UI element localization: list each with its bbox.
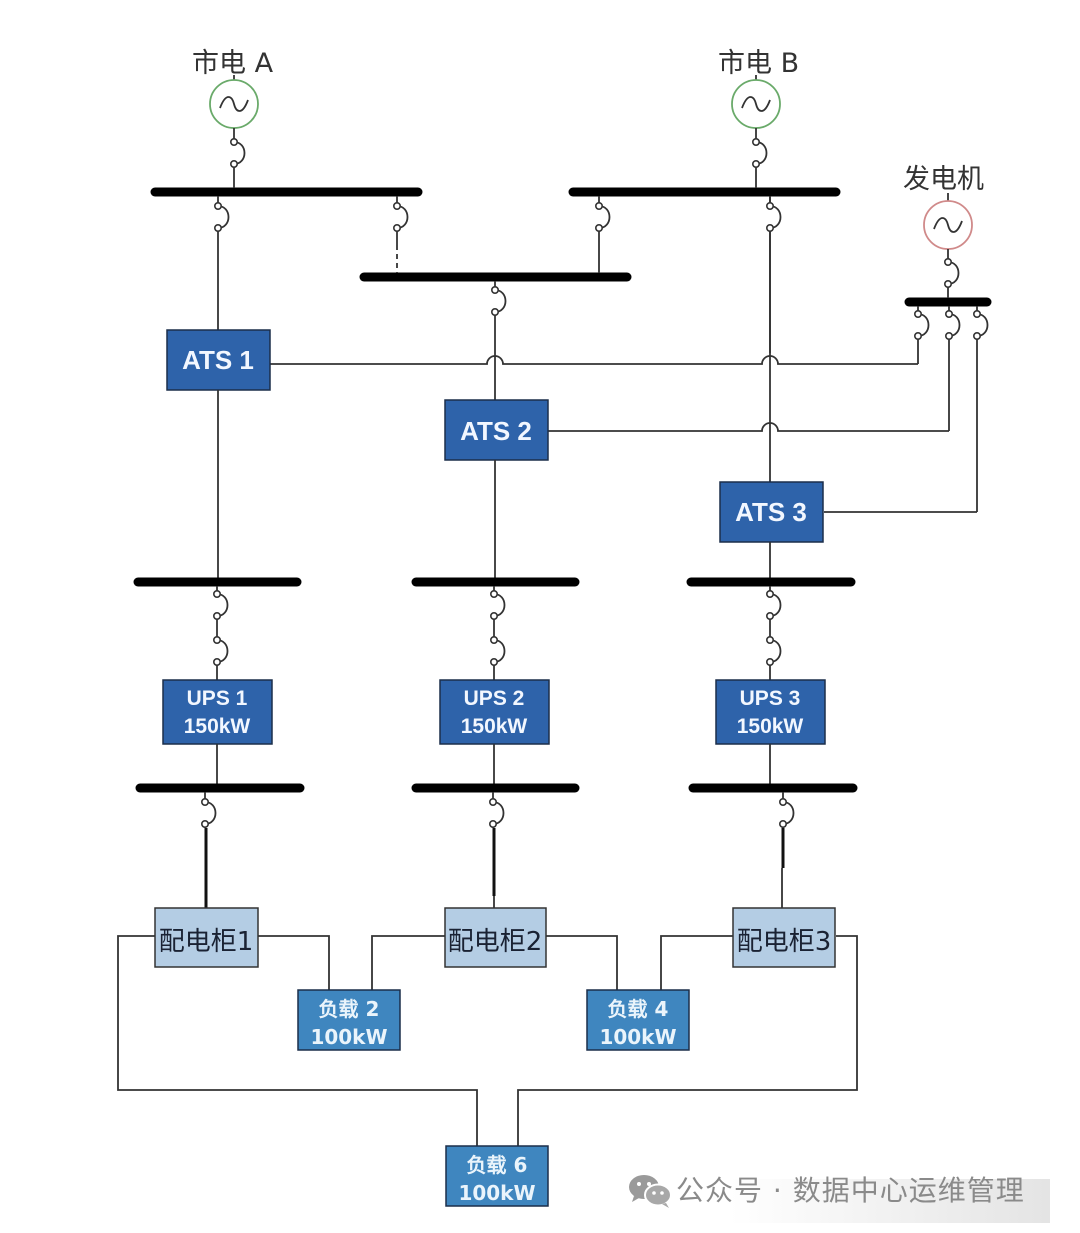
breaker-icon	[201, 797, 217, 828]
breaker-icon	[230, 138, 246, 169]
load-2-capacity: 100kW	[310, 1025, 387, 1049]
ups-2-capacity: 150kW	[461, 715, 528, 738]
breaker-icon	[913, 309, 930, 340]
cabinet-1[interactable]: 配电柜1	[154, 907, 259, 968]
ups-2-name: UPS 2	[464, 687, 525, 710]
utility-a-source-icon	[209, 75, 259, 129]
load-4-name: 负载 4	[608, 997, 669, 1021]
ups-1-name: UPS 1	[187, 687, 248, 710]
ats-2-label: ATS 2	[460, 416, 532, 446]
cabinet-2-label: 配电柜2	[448, 927, 543, 957]
breaker-icon	[213, 589, 229, 620]
ups-3-name: UPS 3	[740, 687, 801, 710]
breaker-icon	[489, 589, 506, 620]
breaker-icon	[594, 202, 611, 233]
wechat-icon	[629, 1175, 672, 1208]
ups-3[interactable]: UPS 3 150kW	[715, 679, 826, 745]
breaker-icon	[765, 635, 782, 666]
breaker-icon	[214, 202, 230, 233]
generator-label: 发电机	[903, 164, 984, 195]
ats-1-label: ATS 1	[182, 345, 254, 375]
breaker-icon	[213, 635, 229, 666]
ats-2[interactable]: ATS 2	[444, 399, 549, 461]
utility-b-label: 市电 B	[718, 48, 799, 79]
load-2-name: 负载 2	[319, 997, 380, 1021]
breaker-icon	[765, 589, 782, 620]
breaker-icon	[943, 257, 960, 288]
watermark: 公众号 · 数据中心运维管理	[620, 1165, 1060, 1223]
watermark-background	[730, 1179, 1050, 1223]
load-4[interactable]: 负载 4 100kW	[586, 989, 690, 1051]
load-6[interactable]: 负载 6 100kW	[445, 1145, 549, 1207]
ats-3-label: ATS 3	[735, 497, 807, 527]
breaker-icon	[489, 635, 506, 666]
breaker-icon	[944, 309, 961, 340]
ups-1[interactable]: UPS 1 150kW	[162, 679, 273, 745]
breaker-icon	[778, 797, 795, 828]
ups-3-capacity: 150kW	[737, 715, 804, 738]
breaker-icon	[392, 202, 409, 233]
cabinet-3-label: 配电柜3	[737, 927, 832, 957]
load-6-capacity: 100kW	[458, 1181, 535, 1205]
utility-b-source-icon	[731, 75, 781, 129]
ats-3[interactable]: ATS 3	[719, 481, 824, 543]
generator-source-icon	[923, 193, 973, 250]
cabinet-3[interactable]: 配电柜3	[732, 907, 836, 968]
breaker-icon	[751, 138, 768, 169]
load-6-name: 负载 6	[467, 1153, 528, 1177]
watermark-text: 公众号 · 数据中心运维管理	[676, 1174, 1025, 1207]
ats-1[interactable]: ATS 1	[166, 329, 271, 391]
breaker-icon	[490, 285, 507, 316]
cabinet-2[interactable]: 配电柜2	[444, 907, 547, 968]
utility-a-label: 市电 A	[192, 48, 274, 79]
load-4-capacity: 100kW	[599, 1025, 676, 1049]
ups-2[interactable]: UPS 2 150kW	[439, 679, 550, 745]
ups-1-capacity: 150kW	[184, 715, 251, 738]
breaker-icon	[488, 797, 505, 828]
cabinet-1-label: 配电柜1	[159, 927, 254, 957]
breaker-icon	[972, 309, 989, 340]
breaker-icon	[765, 202, 782, 233]
load-2[interactable]: 负载 2 100kW	[297, 989, 401, 1051]
